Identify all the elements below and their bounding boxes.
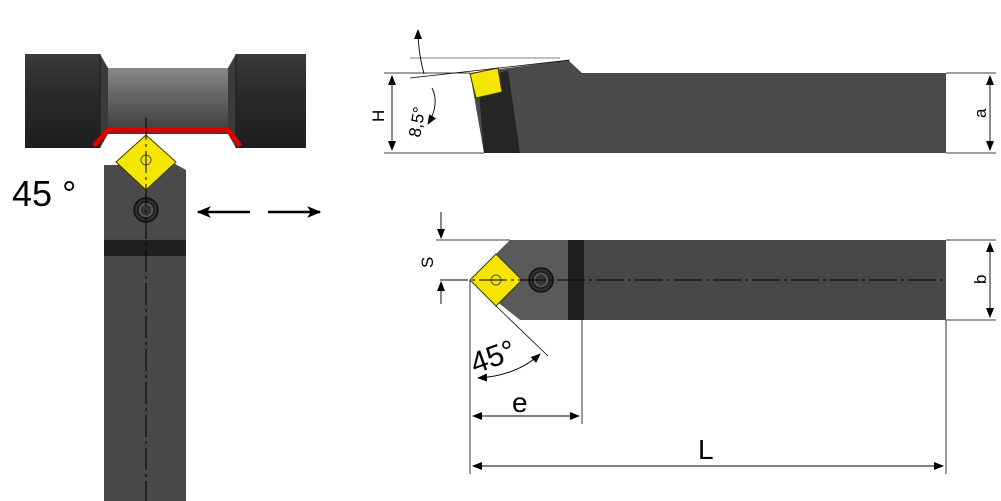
dim-e-label: e [512,387,528,418]
side-view-body [470,60,946,153]
dim-b-label: b [971,275,990,284]
approach-angle-arc [477,353,541,382]
side-view: H 8,5° a [369,29,996,154]
cutting-edge-highlight [92,127,242,148]
approach-angle-label: 45 ° [12,173,76,214]
approach-angle-bottom-label: 45° [466,334,520,381]
left-view: 45 ° [12,54,322,501]
dim-S-label: S [418,257,437,268]
rake-angle-arc [414,29,425,75]
insert-side [469,67,503,99]
holder-shank [104,236,186,501]
dim-L-label: L [698,434,714,465]
dim-H-label: H [369,110,388,122]
workpiece [25,54,306,148]
rake-angle-label: 8,5° [405,105,429,138]
dim-a-label: a [971,108,990,118]
holder-band [104,240,186,256]
top-view: S b 45° e L [418,212,996,474]
